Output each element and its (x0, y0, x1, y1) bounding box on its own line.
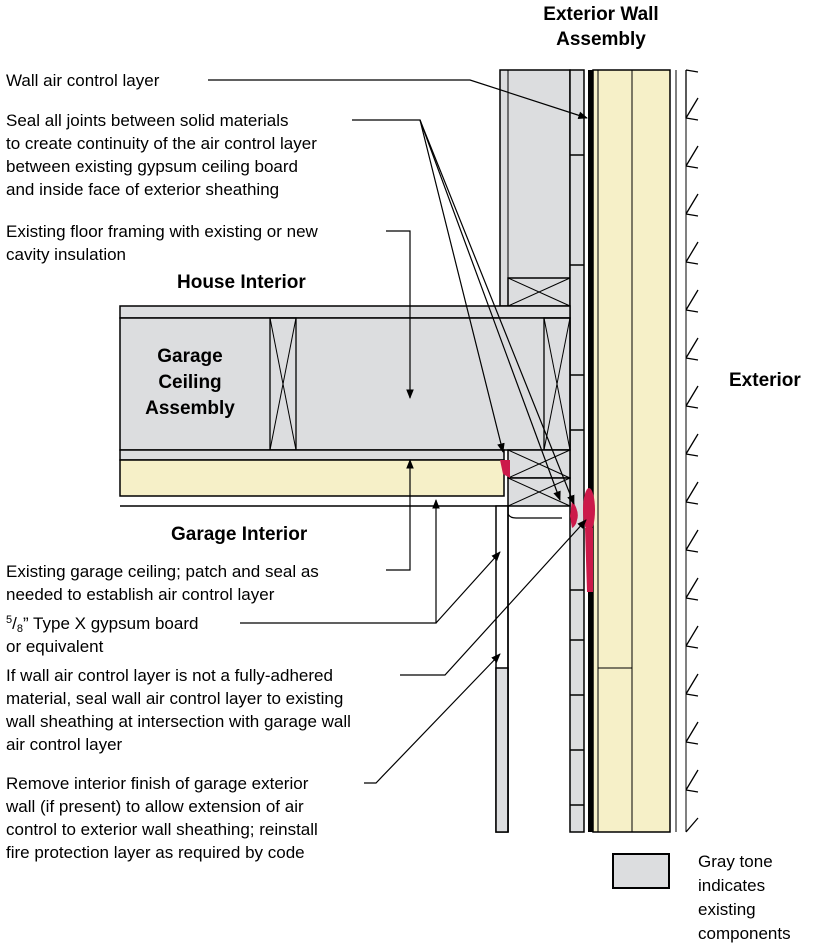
sealant-beads (500, 460, 595, 592)
callout-line: air control layer (6, 735, 123, 754)
callout-line: wall sheathing at intersection with gara… (5, 712, 351, 731)
callout-floor-framing: Existing floor framing with existing or … (6, 222, 319, 264)
ceiling-sealant-bead (500, 460, 510, 478)
floor-joist-cavity (119, 317, 571, 451)
fraction-denominator: 8 (17, 623, 23, 635)
callout-gypsum-board: 5/8” Type X gypsum board or equivalent (6, 614, 198, 656)
callout-line: needed to establish air control layer (6, 585, 275, 604)
legend-text: indicates (698, 876, 765, 895)
callout-line: Seal all joints between solid materials (6, 111, 289, 130)
callout-line: control to exterior wall sheathing; rein… (6, 820, 318, 839)
subfloor (119, 305, 571, 319)
callout-line: wall (if present) to allow extension of … (5, 797, 304, 816)
callout-line: Existing floor framing with existing or … (6, 222, 319, 241)
leader-seal-joints-b (419, 119, 561, 501)
callout-fully-adhered: If wall air control layer is not a fully… (5, 666, 351, 754)
gypsum-board-text: ” Type X gypsum board (23, 614, 198, 633)
lap-siding (685, 69, 699, 833)
callout-line: cavity insulation (6, 245, 126, 264)
fraction-slash: / (12, 614, 17, 633)
legend-text: components (698, 924, 791, 943)
leader-wall-air-control (208, 79, 588, 119)
leader-fully-adhered (400, 519, 587, 676)
legend-text: Gray tone (698, 852, 773, 871)
leader-lines (208, 79, 588, 784)
callout-seal-joints: Seal all joints between solid materials … (6, 111, 317, 199)
callout-line: to create continuity of the air control … (6, 134, 317, 153)
leader-remove-finish (364, 653, 501, 784)
exterior-label: Exterior (729, 370, 801, 391)
sheathing-sealant-bead (570, 500, 578, 528)
existing-ceiling-board (119, 449, 505, 461)
legend: Gray tone indicates existing components (612, 852, 791, 943)
leader-seal-joints-c (419, 119, 575, 505)
garage-ceiling-label-line1: Garage (157, 346, 222, 367)
exterior-wall-assembly (499, 69, 699, 833)
callout-line: fire protection layer as required by cod… (6, 843, 305, 862)
wall-air-control-layer-membrane (588, 70, 593, 832)
type-x-gypsum-board (119, 459, 505, 497)
callout-line: Remove interior finish of garage exterio… (6, 774, 309, 793)
callout-line: between existing gypsum ceiling board (6, 157, 298, 176)
fraction-numerator: 5 (6, 614, 12, 626)
callout-line: or equivalent (6, 637, 104, 656)
callout-line: and inside face of exterior sheathing (6, 180, 279, 199)
sheathing-joints (570, 154, 584, 806)
house-wall-stud (499, 69, 571, 307)
exterior-wall-heading-line1: Exterior Wall (543, 4, 658, 25)
legend-swatch (612, 853, 670, 889)
callout-line: Existing garage ceiling; patch and seal … (6, 562, 319, 581)
garage-ceiling-label-line3: Assembly (145, 398, 235, 419)
garage-wall (495, 505, 509, 833)
callout-line: 5/8” Type X gypsum board (6, 614, 198, 635)
callout-remove-finish: Remove interior finish of garage exterio… (5, 774, 318, 862)
membrane-sealant-bead (583, 488, 595, 532)
legend-text: existing (698, 900, 756, 919)
callout-line: If wall air control layer is not a fully… (6, 666, 333, 685)
house-interior-label: House Interior (177, 272, 306, 293)
garage-ceiling-label-line2: Ceiling (158, 372, 221, 393)
leader-garage-ceiling (386, 459, 414, 571)
garage-ceiling-assembly (119, 305, 571, 519)
wall-sheathing (569, 69, 585, 833)
garage-interior-label: Garage Interior (171, 524, 308, 545)
callout-garage-ceiling: Existing garage ceiling; patch and seal … (6, 562, 319, 604)
callout-wall-air-control: Wall air control layer (6, 71, 160, 90)
leader-floor-framing (386, 230, 414, 399)
exterior-wall-heading-line2: Assembly (556, 29, 646, 50)
callout-line: material, seal wall air control layer to… (6, 689, 343, 708)
